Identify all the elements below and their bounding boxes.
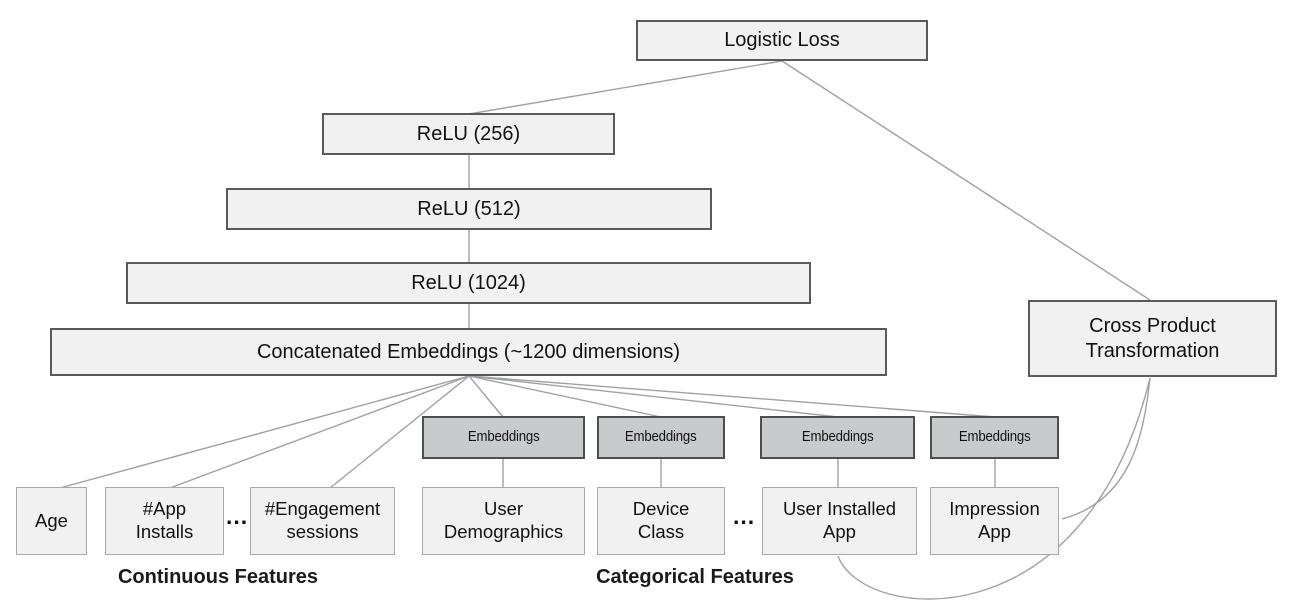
edge-concat-to-embeddings-4 [468, 375, 996, 418]
embeddings-label: Embeddings [625, 428, 697, 446]
edge-concat-to-app-installs [169, 375, 470, 489]
node-impression-app: Impression App [930, 487, 1059, 555]
continuous-ellipsis: ... [226, 503, 249, 529]
node-logistic-loss: Logistic Loss [636, 20, 928, 61]
edge-concat-to-age [59, 375, 470, 489]
node-embeddings-user-demographics: Embeddings [422, 416, 585, 459]
node-relu-512: ReLU (512) [226, 188, 712, 230]
edge-concat-to-embeddings-2 [468, 375, 662, 418]
edge-concat-to-embeddings-3 [468, 375, 839, 418]
edge-concat-to-embeddings-1 [468, 375, 504, 418]
node-engagement-sessions: #Engagement sessions [250, 487, 395, 555]
node-relu-256: ReLU (256) [322, 113, 615, 155]
node-device-class: Device Class [597, 487, 725, 555]
node-user-demographics: User Demographics [422, 487, 585, 555]
node-app-installs: #App Installs [105, 487, 224, 555]
node-relu-1024: ReLU (1024) [126, 262, 811, 304]
continuous-features-label: Continuous Features [117, 566, 318, 588]
node-age: Age [16, 487, 87, 555]
categorical-features-label: Categorical Features [596, 566, 794, 588]
node-cross-product-transformation: Cross Product Transformation [1028, 300, 1277, 377]
embeddings-label: Embeddings [958, 428, 1031, 446]
node-embeddings-user-installed-app: Embeddings [760, 416, 915, 459]
node-user-installed-app: User Installed App [762, 487, 917, 555]
embeddings-label: Embeddings [801, 428, 874, 446]
edge-user-installed-app-to-crossproduct [837, 377, 1151, 600]
categorical-ellipsis: ... [733, 503, 756, 529]
embeddings-label: Embeddings [467, 428, 540, 446]
edge-concat-to-engagement [329, 375, 470, 489]
edge-crossproduct-to-impression-app [1061, 377, 1151, 520]
node-embeddings-impression-app: Embeddings [930, 416, 1059, 459]
edge-loss-to-relu256 [468, 60, 783, 115]
node-embeddings-device-class: Embeddings [597, 416, 725, 459]
edge-loss-to-crossproduct [781, 60, 1151, 301]
node-concatenated-embeddings: Concatenated Embeddings (~1200 dimension… [50, 328, 887, 376]
